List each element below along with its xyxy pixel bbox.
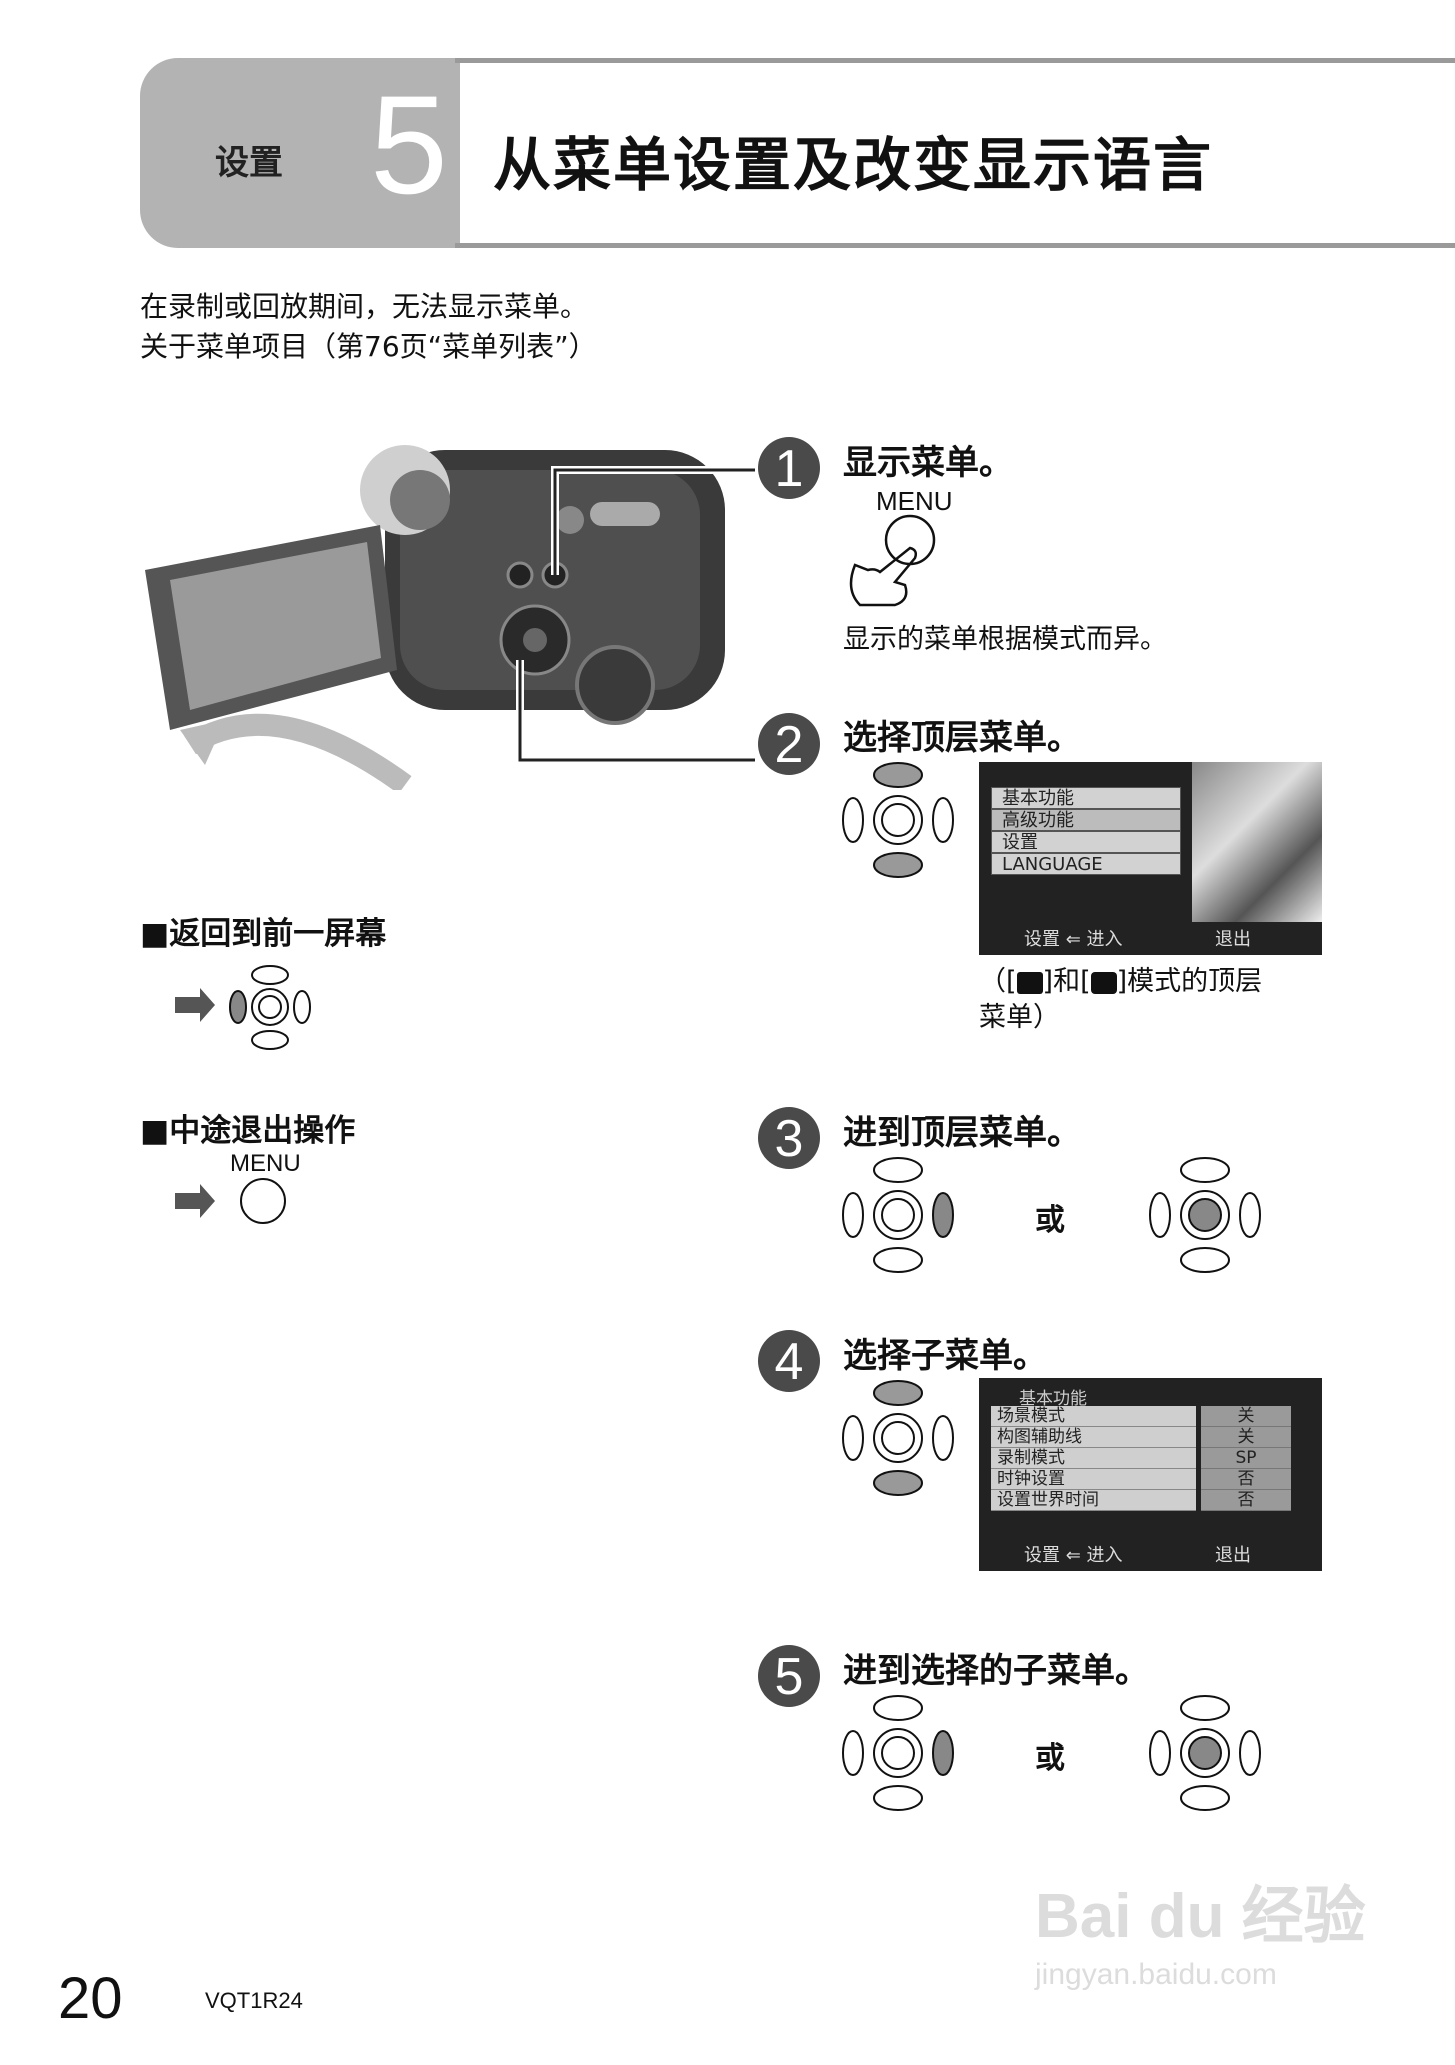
screen-footer-left: 设置 ⇐ 进入 [1024, 1545, 1123, 1566]
step-4-title: 选择子菜单。 [843, 1336, 1047, 1376]
screen-footer-left: 设置 ⇐ 进入 [1024, 929, 1123, 950]
step-1-title: 显示菜单。 [843, 443, 1013, 483]
intro-line-2: 关于菜单项目（第76页“菜单列表”） [140, 330, 597, 363]
joystick-right-icon[interactable] [838, 1155, 958, 1275]
movie-mode-icon [1016, 971, 1043, 994]
screen-photo [1192, 762, 1322, 922]
arrow-right-icon [175, 1184, 215, 1218]
step-1-number: 1 [758, 437, 820, 499]
step-2-number: 2 [758, 713, 820, 775]
exit-section-title: ■中途退出操作 [140, 1113, 356, 1149]
section-number: 5 [370, 66, 448, 223]
camera-illustration [145, 445, 755, 790]
step-5-or: 或 [1035, 1741, 1065, 1776]
step-3-or: 或 [1035, 1203, 1065, 1238]
submenu-value: 关 [1201, 1406, 1291, 1427]
submenu-value: SP [1201, 1448, 1291, 1469]
document-code: VQT1R24 [205, 1988, 303, 2013]
submenu-value: 否 [1201, 1490, 1291, 1511]
submenu-item[interactable]: 录制模式 [991, 1448, 1196, 1469]
screen-footer-right: 退出 [1215, 1545, 1251, 1566]
submenu-value: 否 [1201, 1469, 1291, 1490]
submenu-value: 关 [1201, 1427, 1291, 1448]
step-3-title: 进到顶层菜单。 [843, 1113, 1081, 1153]
menu-item-advanced[interactable]: 高级功能 [991, 809, 1181, 831]
exit-menu-button[interactable] [170, 1175, 290, 1235]
menu-item-setup[interactable]: 设置 [991, 831, 1181, 853]
exit-menu-label: MENU [230, 1150, 301, 1177]
step-1-note: 显示的菜单根据模式而异。 [843, 624, 1167, 655]
joystick-icon[interactable] [838, 760, 958, 880]
step-4-number: 4 [758, 1330, 820, 1392]
step-5-number: 5 [758, 1645, 820, 1707]
arrow-right-icon [175, 988, 215, 1022]
lcd-panel [145, 525, 397, 730]
back-joystick[interactable] [170, 960, 320, 1055]
submenu-list: 场景模式 关 构图辅助线 关 录制模式 SP 时钟设置 否 设置世界时间 否 [991, 1406, 1316, 1516]
menu-item-basic[interactable]: 基本功能 [991, 787, 1181, 809]
joystick-updown-icon[interactable] [838, 1378, 958, 1498]
step-2-note-line-1: （[]和[]模式的顶层 [979, 966, 1263, 997]
step-2-title: 选择顶层菜单。 [843, 718, 1081, 758]
watermark-brand: Bai du 经验 [1035, 1882, 1366, 1951]
intro-line-1: 在录制或回放期间，无法显示菜单。 [140, 290, 589, 323]
step-2-note-line-2: 菜单） [979, 1002, 1060, 1033]
page-number: 20 [58, 1966, 123, 2031]
screen-footer-right: 退出 [1215, 929, 1251, 950]
menu-button-label: MENU [876, 486, 953, 516]
top-menu-screen: 基本功能 高级功能 设置 LANGUAGE 设置 ⇐ 进入 退出 [979, 762, 1322, 955]
step-3-number: 3 [758, 1107, 820, 1169]
pointing-hand-icon [849, 514, 936, 607]
submenu-item[interactable]: 时钟设置 [991, 1469, 1196, 1490]
submenu-header: 基本功能 [1019, 1389, 1087, 1409]
submenu-item[interactable]: 设置世界时间 [991, 1490, 1196, 1511]
header-rule-bottom [455, 243, 1455, 248]
menu-item-language[interactable]: LANGUAGE [991, 853, 1181, 875]
submenu-screen: 基本功能 场景模式 关 构图辅助线 关 录制模式 SP 时钟设置 否 设置世界时… [979, 1378, 1322, 1571]
header-rule-top [455, 58, 1455, 63]
section-category: 设置 [215, 143, 283, 183]
submenu-item[interactable]: 场景模式 [991, 1406, 1196, 1427]
back-section-title: ■返回到前一屏幕 [140, 916, 387, 952]
header-tab [140, 58, 460, 248]
photo-mode-icon [1090, 971, 1117, 994]
joystick-right-icon[interactable] [838, 1693, 958, 1813]
joystick-press-icon[interactable] [1145, 1155, 1265, 1275]
step-5-title: 进到选择的子菜单。 [843, 1651, 1149, 1691]
joystick-press-icon[interactable] [1145, 1693, 1265, 1813]
watermark-url: jingyan.baidu.com [1035, 1958, 1277, 1991]
submenu-item[interactable]: 构图辅助线 [991, 1427, 1196, 1448]
page-title: 从菜单设置及改变显示语言 [493, 131, 1214, 199]
